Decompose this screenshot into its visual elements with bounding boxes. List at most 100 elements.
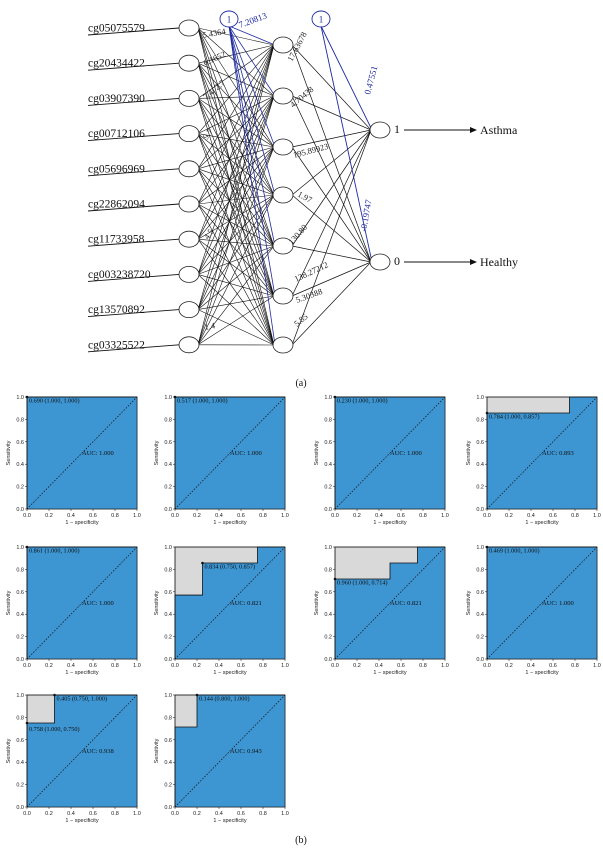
x-tick-label: 0.8 [259,811,267,817]
edge-bias-output [320,25,373,263]
input-label: cg22862094 [88,199,145,211]
roc-threshold-point [485,411,489,415]
x-tick-label: 0.2 [45,513,53,519]
roc-threshold-label: 0.517 (1.000, 1.000) [177,398,228,405]
roc-threshold-label: 0.469 (1.000, 1.000) [489,548,540,555]
y-tick-label: 0.4 [324,612,332,618]
edge-input-hidden [197,194,275,240]
input-node [178,54,200,72]
y-tick-label: 0.0 [476,657,484,663]
edge-input-hidden [197,95,275,275]
edge-hidden-output [291,129,372,196]
roc-panel: 0.690 (1.000, 1.000)AUC: 1.0000.00.00.20… [6,395,141,526]
edge-input-hidden [197,168,275,346]
edge-input-hidden [197,44,275,310]
y-tick-label: 1.0 [16,545,24,551]
edge-input-hidden [197,194,275,345]
y-tick-label: 0.2 [16,485,24,491]
edge-input-hidden [197,44,275,205]
y-tick-label: 1.0 [164,395,172,401]
input-weight-label: 6.1652 [202,49,227,68]
output-node-label: 0 [394,254,400,268]
roc-panels: 0.690 (1.000, 1.000)AUC: 1.0000.00.00.20… [6,395,601,824]
hidden-weight-label: 138.27212 [293,259,330,283]
edge-input-hidden [197,95,275,240]
y-tick-label: 0.4 [16,462,24,468]
roc-panel: 0.834 (0.750, 0.857)AUC: 0.8210.00.00.20… [154,545,289,676]
roc-auc-label: AUC: 0.821 [390,600,422,607]
input-node [178,336,200,354]
x-tick-label: 0.4 [67,663,75,669]
y-tick-label: 1.0 [16,395,24,401]
edge-input-hidden [197,133,275,346]
hidden-node [272,336,294,354]
edge-hidden-output [291,44,372,131]
bias-node [219,10,239,28]
x-tick-label: 0.4 [375,513,383,519]
x-tick-label: 0.0 [171,811,179,817]
output-node [369,121,391,139]
output-arrowhead [470,259,477,265]
y-tick-label: 0.6 [16,590,24,596]
input-label: cg00712106 [88,128,145,140]
x-tick-label: 0.2 [505,513,513,519]
edge-input-hidden [197,98,275,148]
x-tick-label: 0.2 [193,811,201,817]
y-tick-label: 0.6 [164,738,172,744]
input-arrow [87,309,180,318]
y-axis-label: Sensitivity [314,590,320,615]
y-tick-label: 0.8 [164,715,172,721]
edge-bias-hidden [228,25,276,247]
roc-threshold-point [195,693,199,697]
caption-a: (a) [295,378,306,389]
y-tick-label: 0.0 [324,507,332,513]
input-node [178,125,200,143]
output-node-label: 1 [394,122,400,136]
x-tick-label: 0.6 [237,663,245,669]
roc-panel: 0.405 (0.750, 1.000)0.758 (1.000, 0.750)… [6,693,141,824]
y-axis-label: Sensitivity [6,590,12,615]
edge-input-hidden [197,274,275,346]
x-tick-label: 0.2 [45,663,53,669]
roc-threshold-label: 0.405 (0.750, 1.000) [57,696,108,703]
y-tick-label: 0.8 [164,417,172,423]
y-tick-label: 1.0 [16,693,24,699]
edge-input-hidden [197,203,275,297]
x-tick-label: 0.8 [111,663,119,669]
y-tick-label: 0.2 [164,485,172,491]
y-tick-label: 0.2 [16,635,24,641]
y-axis-label: Sensitivity [6,738,12,763]
edge-input-hidden [197,95,275,205]
edge-input-hidden [197,239,275,346]
input-arrow [87,273,180,282]
y-tick-label: 0.2 [164,783,172,789]
edge-input-hidden [197,238,275,247]
edge-bias-hidden [228,25,276,346]
y-tick-label: 1.0 [476,545,484,551]
y-tick-label: 1.0 [324,545,332,551]
x-axis-label: 1 − specificity [525,520,558,526]
y-tick-label: 0.0 [16,507,24,513]
edge-hidden-output [291,129,372,346]
output-node [369,253,391,271]
y-tick-label: 0.8 [16,715,24,721]
x-tick-label: 0.2 [45,811,53,817]
y-tick-label: 0.2 [16,783,24,789]
input-label: cg05696969 [88,163,145,175]
x-tick-label: 0.2 [193,663,201,669]
edge-input-hidden [197,309,275,346]
network-edges [87,25,477,353]
y-tick-label: 0.2 [476,635,484,641]
edge-input-hidden [197,44,275,169]
x-tick-label: 0.8 [259,663,267,669]
edge-bias-hidden [228,25,276,97]
y-tick-label: 0.4 [476,612,484,618]
y-tick-label: 0.8 [164,567,172,573]
roc-auc-label: AUC: 0.893 [542,450,574,457]
roc-threshold-label: 0.690 (1.000, 1.000) [29,398,80,405]
y-tick-label: 0.4 [476,462,484,468]
y-tick-label: 0.6 [16,440,24,446]
y-tick-label: 0.0 [164,507,172,513]
x-tick-label: 1.0 [281,663,289,669]
edge-input-hidden [197,245,275,345]
